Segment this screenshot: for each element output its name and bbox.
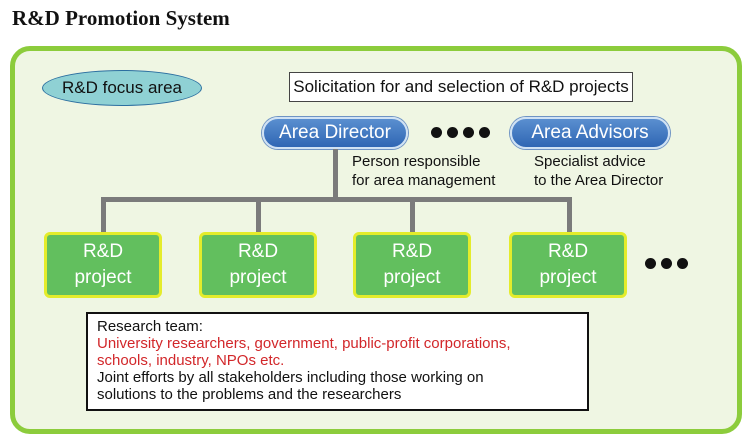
project-connector: [567, 197, 572, 233]
dot: [661, 258, 672, 269]
project-label-1: R&D: [82, 241, 124, 262]
dot: [463, 127, 474, 138]
dot: [431, 127, 442, 138]
project-label-4: R&D: [547, 241, 589, 262]
director-note-line1: Person responsible: [352, 153, 481, 170]
solicitation-box: Solicitation for and selection of R&D pr…: [289, 72, 633, 102]
team-desc-line1: Joint efforts by all stakeholders includ…: [97, 369, 484, 386]
project-label-2: R&D: [237, 241, 279, 262]
project-label-3b: project: [383, 267, 441, 288]
team-desc-line2: solutions to the problems and the resear…: [97, 386, 402, 403]
project-label-3: R&D: [391, 241, 433, 262]
director-note-line2: for area management: [352, 172, 496, 189]
dot: [645, 258, 656, 269]
project-box-4: R&D project: [509, 232, 627, 298]
project-connector: [410, 197, 415, 233]
focus-area-label: R&D focus area: [62, 78, 182, 97]
project-box-1: R&D project: [44, 232, 162, 298]
dot: [447, 127, 458, 138]
ellipsis-dots-projects: [645, 258, 688, 269]
project-connector: [101, 197, 106, 233]
area-advisors-label: Area Advisors: [531, 122, 649, 143]
research-team-box: Research team: University researchers, g…: [86, 312, 589, 411]
team-heading: Research team:: [97, 318, 203, 335]
horizontal-connector: [101, 197, 572, 202]
project-box-2: R&D project: [199, 232, 317, 298]
project-box-3: R&D project: [353, 232, 471, 298]
advisors-note-line1: Specialist advice: [534, 153, 646, 170]
dot: [677, 258, 688, 269]
ellipsis-dots-director: [431, 127, 490, 138]
dot: [479, 127, 490, 138]
area-director-label: Area Director: [279, 122, 391, 143]
focus-area-ellipse: R&D focus area: [42, 70, 202, 106]
project-label-1b: project: [74, 267, 132, 288]
director-connector: [333, 149, 338, 199]
project-connector: [256, 197, 261, 233]
project-label-4b: project: [539, 267, 597, 288]
advisors-note: Specialist advice to the Area Director: [534, 152, 663, 190]
solicitation-label: Solicitation for and selection of R&D pr…: [293, 77, 629, 96]
advisors-note-line2: to the Area Director: [534, 172, 664, 189]
team-members-line1: University researchers, government, publ…: [97, 335, 511, 352]
project-label-2b: project: [229, 267, 287, 288]
area-director-node: Area Director: [262, 117, 408, 149]
team-members-line2: schools, industry, NPOs etc.: [97, 352, 285, 369]
director-note: Person responsible for area management: [352, 152, 495, 190]
page-title: R&D Promotion System: [12, 6, 230, 30]
area-advisors-node: Area Advisors: [510, 117, 670, 149]
